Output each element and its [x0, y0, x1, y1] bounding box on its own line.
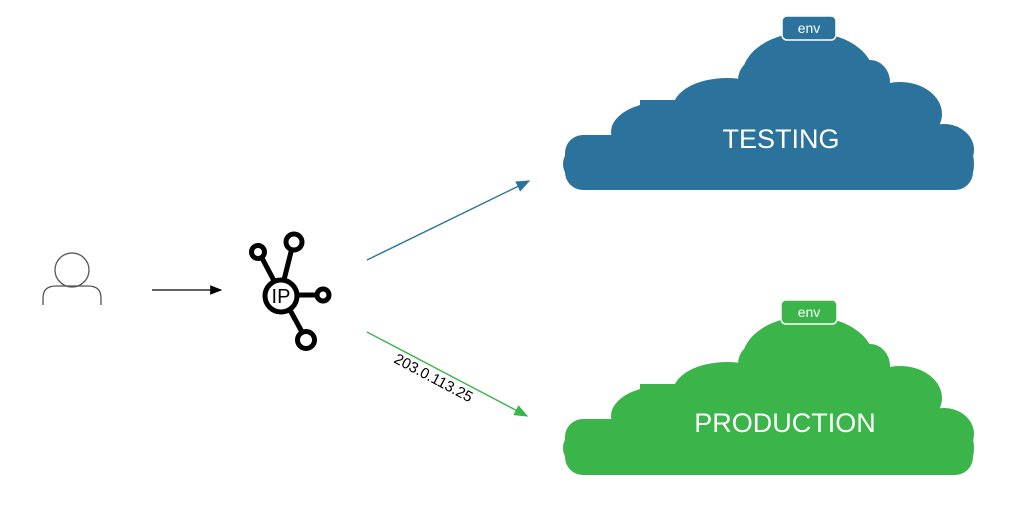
- cloud-testing: [563, 32, 974, 190]
- arrow-to-production: [366, 331, 529, 417]
- testing-label: TESTING: [722, 124, 839, 154]
- production-label: PRODUCTION: [694, 408, 876, 438]
- testing-env-badge-text: env: [798, 20, 821, 36]
- production-env-badge-text: env: [798, 304, 821, 320]
- ip-hub-icon: [249, 231, 332, 351]
- testing-env-badge: env: [781, 15, 837, 41]
- user-icon: [42, 252, 102, 305]
- cloud-production: [563, 316, 974, 475]
- arrow-to-testing: [366, 180, 531, 261]
- ip-label: IP: [272, 286, 291, 308]
- production-env-badge: env: [780, 299, 838, 325]
- route-ip-label: 203.0.113.25: [391, 351, 475, 407]
